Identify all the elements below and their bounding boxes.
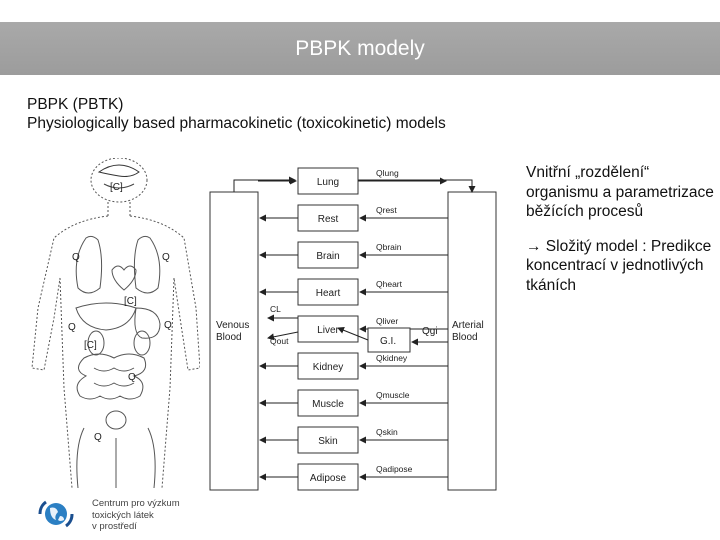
compartment-lung-label: Lung: [317, 177, 339, 188]
svg-text:Q: Q: [94, 432, 102, 443]
compartment-heart-label: Heart: [316, 288, 341, 299]
compartment-liver-label: Liver: [317, 325, 339, 336]
intro-line-1: PBPK (PBTK): [27, 96, 124, 113]
flow-brain-label: Qbrain: [376, 242, 402, 252]
gi-flow-label: Qgi: [422, 326, 438, 337]
flow-adipose-label: Qadipose: [376, 464, 413, 474]
svg-text:Q: Q: [68, 322, 76, 333]
right-arrow-icon: →: [526, 237, 542, 255]
compartment-brain-label: Brain: [316, 251, 339, 262]
intro-text: PBPK (PBTK) Physiologically based pharma…: [27, 95, 446, 133]
compartment-kidney-label: Kidney: [313, 362, 344, 373]
svg-text:Q: Q: [128, 372, 136, 383]
compartment-muscle-label: Muscle: [312, 399, 344, 410]
flow-lung-label: Qlung: [376, 168, 399, 178]
institution-logo: Centrum pro výzkum toxických látek v pro…: [32, 494, 212, 538]
compartment-adipose-label: Adipose: [310, 473, 347, 484]
side-paragraph-2-text: Složitý model : Predikce koncentrací v j…: [526, 237, 712, 294]
compartment-skin-box: [297, 426, 359, 454]
side-paragraph-2: → Složitý model : Predikce koncentrací v…: [526, 237, 716, 296]
compartment-rest-label: Rest: [318, 214, 339, 225]
side-notes: Vnitřní „rozdělení“ organismu a parametr…: [526, 163, 716, 310]
svg-text:Q: Q: [162, 252, 170, 263]
venous-blood-box: [209, 191, 259, 491]
slide-title-bar: PBPK modely: [0, 22, 720, 75]
venous-label-2: Blood: [216, 332, 242, 343]
gi-label: G.I.: [380, 336, 396, 347]
logo-line-3: v prostředí: [92, 521, 137, 532]
qout-label: Qout: [270, 336, 289, 346]
flow-liver-label: Qliver: [376, 316, 398, 326]
arterial-label-1: Arterial: [452, 320, 484, 331]
flow-muscle-label: Qmuscle: [376, 390, 410, 400]
logo-line-2: toxických látek: [92, 509, 154, 521]
venous-label-1: Venous: [216, 320, 249, 331]
compartment-lung-box: [297, 167, 359, 195]
svg-text:[C]: [C]: [124, 296, 137, 307]
slide-title: PBPK modely: [295, 36, 425, 60]
intro-line-2: Physiologically based pharmacokinetic (t…: [27, 115, 446, 132]
compartment-rest-box: [297, 204, 359, 232]
cl-label: CL: [270, 304, 281, 314]
flow-heart-label: Qheart: [376, 279, 403, 289]
gi-box: [367, 327, 411, 353]
svg-text:Q: Q: [72, 252, 80, 263]
arterial-label-2: Blood: [452, 332, 478, 343]
compartment-adipose-box: [297, 463, 359, 491]
globe-logo-icon: [38, 500, 74, 528]
logo-line-1: Centrum pro výzkum: [92, 498, 180, 509]
compartment-liver-box: [297, 315, 359, 343]
svg-text:[C]: [C]: [110, 182, 123, 193]
svg-text:[C]: [C]: [84, 340, 97, 351]
human-body-illustration: [C] Q Q [C] Q Q [C] Q Q: [31, 158, 201, 488]
svg-text:Q: Q: [164, 320, 172, 331]
logo-text: Centrum pro výzkum toxických látek v pro…: [92, 498, 180, 533]
flow-kidney-label: Qkidney: [376, 353, 408, 363]
arterial-blood-box: [447, 191, 497, 491]
pbpk-compartment-diagram: Venous Blood Arterial Blood Lung QlungRes…: [200, 160, 508, 500]
side-paragraph-1: Vnitřní „rozdělení“ organismu a parametr…: [526, 164, 714, 220]
compartment-skin-label: Skin: [318, 436, 337, 447]
flow-skin-label: Qskin: [376, 427, 398, 437]
compartment-heart-box: [297, 278, 359, 306]
flow-rest-label: Qrest: [376, 205, 397, 215]
